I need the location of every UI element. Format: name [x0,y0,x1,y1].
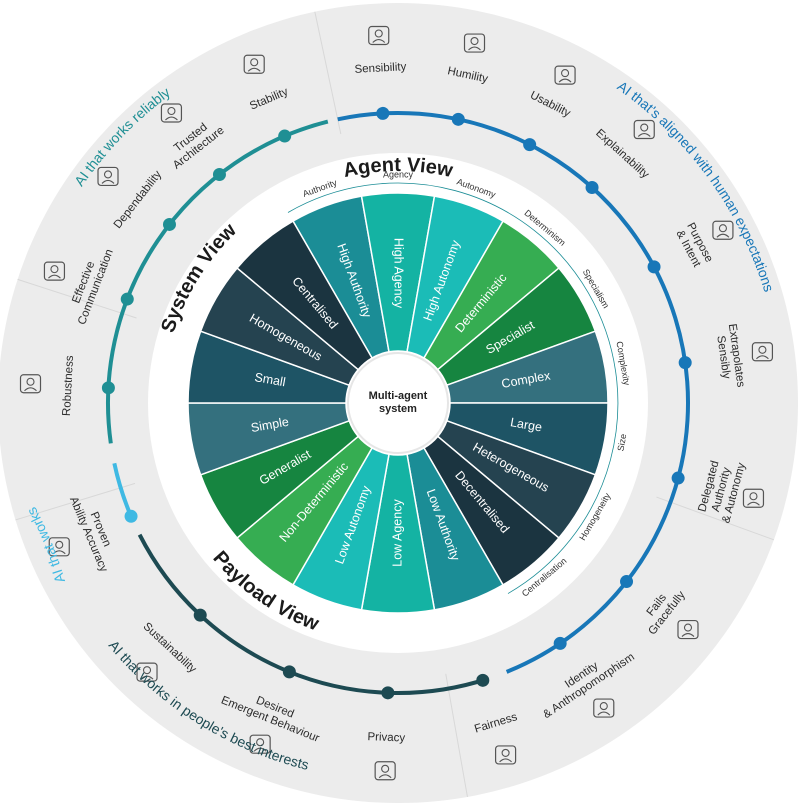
center-label-line: system [379,403,417,415]
ring-dot-sustainability [193,608,207,622]
wedge-low-agency-label: Low Agency [390,499,404,567]
axis-label-size: Size [615,433,628,452]
wedge-large-label: Large [509,415,543,434]
zone-divider [445,673,468,798]
ring-segment-expectations [337,111,690,674]
wedge-small-label: Small [253,370,286,389]
outer-label-privacy: Privacy [367,731,405,744]
wedge-simple-label: Simple [250,415,290,435]
wedge-centralised [236,220,374,371]
ring-dot-sensibility [376,106,390,120]
outer-label-sensibility: Sensibility [354,61,407,76]
squiggle-icon [249,734,271,754]
outer-icons [19,25,774,781]
flag-icon [554,65,576,85]
ring-dot-explainability [585,180,599,194]
ring-dot-proven-ability-accuracy [124,509,138,523]
zone-divider [15,482,136,521]
ring-dot-delegated-authority-autonomy [671,471,685,485]
ring-dot-extrapolates-sensibly [678,356,692,370]
axis-label-agency: Agency [383,169,414,179]
ring-dot-dependability [162,217,176,231]
presenter-icon [593,698,615,718]
zone-divider [314,11,342,135]
thumbs-up-icon [48,537,70,557]
chart-board-icon [751,342,774,362]
hand-icon [243,54,265,74]
running-person-icon [712,220,734,240]
ring-dot-desired-emergent-behaviour [282,665,296,679]
wedge-high-agency-label: High Agency [392,238,406,309]
group-icon [677,619,699,640]
ring-dot-fairness [476,673,490,687]
arrow-branch-icon [633,119,655,140]
ring-dot-effective-communication [120,292,134,306]
zone-divider [656,496,775,541]
building-icon [160,103,183,123]
ring-dot-humility [451,112,465,126]
ring-dot-identity-anthropomorphism [553,636,567,650]
ring-dot-usability [523,138,537,152]
person-icon [368,25,390,46]
ring-dot-fails-gracefully [620,575,634,589]
leaves-icon [136,662,158,682]
warning-card-icon [463,33,486,53]
ring-dot-robustness [101,381,115,395]
center-circle [347,352,449,454]
ring-dot-purpose-intent [647,260,661,274]
zone-divider [17,278,137,319]
ring-dot-privacy [381,686,395,700]
network-icon [97,166,119,187]
ring-dot-trusted-architecture [212,167,226,181]
ring-dot-stability [278,129,292,143]
pillar-ring [101,106,692,700]
touch-screen-icon [742,488,765,508]
camera-icon [374,761,396,781]
center-label-line: Multi-agent [369,390,428,402]
people-icon [43,261,66,281]
agent-axis-arc [287,182,619,594]
outer-label-robustness: Robustness [61,355,76,417]
checkmark-card-icon [494,745,517,765]
user-gear-icon [19,374,42,394]
